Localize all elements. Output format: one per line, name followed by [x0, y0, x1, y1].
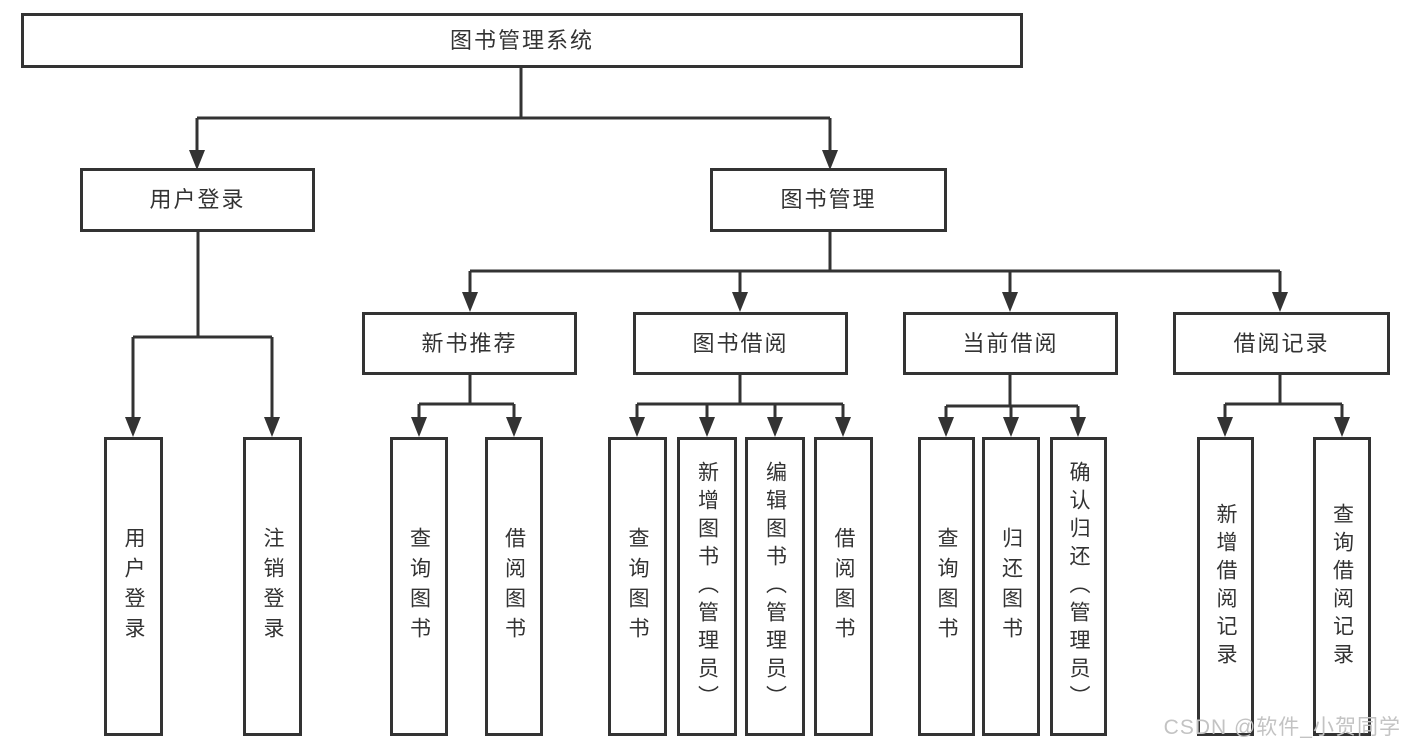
leaf-query-book-borrow-label: 查询图书 [626, 526, 649, 647]
leaf-query-book-current: 查询图书 [918, 437, 975, 736]
leaf-add-book-admin-label: 新增图书（管理员） [695, 460, 719, 713]
node-book-management: 图书管理 [710, 168, 947, 232]
leaf-confirm-return-admin-label: 确认归还（管理员） [1067, 460, 1090, 713]
leaf-query-book-recommend: 查询图书 [390, 437, 448, 736]
leaf-logout-label: 注销登录 [261, 526, 284, 647]
leaf-borrow-book-label: 借阅图书 [832, 526, 855, 647]
node-borrow-record: 借阅记录 [1173, 312, 1390, 375]
node-root-label: 图书管理系统 [449, 27, 594, 53]
node-root: 图书管理系统 [21, 13, 1023, 68]
arrowheads [125, 150, 1350, 437]
leaf-borrow-book: 借阅图书 [814, 437, 873, 736]
node-book-management-label: 图书管理 [780, 187, 877, 212]
leaf-add-borrow-record: 新增借阅记录 [1197, 437, 1254, 736]
leaf-user-login-label: 用户登录 [122, 526, 145, 647]
leaf-add-book-admin: 新增图书（管理员） [677, 437, 737, 736]
node-user-login: 用户登录 [80, 168, 315, 232]
leaf-add-borrow-record-label: 新增借阅记录 [1214, 502, 1237, 671]
leaf-logout: 注销登录 [243, 437, 302, 736]
leaf-borrow-book-recommend: 借阅图书 [485, 437, 543, 736]
leaf-query-book-current-label: 查询图书 [935, 526, 958, 647]
node-current-borrow: 当前借阅 [903, 312, 1118, 375]
leaf-query-borrow-record: 查询借阅记录 [1313, 437, 1371, 736]
node-current-borrow-label: 当前借阅 [962, 330, 1059, 356]
leaf-return-book-label: 归还图书 [999, 526, 1023, 647]
leaf-edit-book-admin: 编辑图书（管理员） [745, 437, 805, 736]
node-new-book-recommend: 新书推荐 [362, 312, 577, 375]
node-book-borrow-label: 图书借阅 [692, 330, 789, 356]
leaf-return-book: 归还图书 [982, 437, 1040, 736]
leaf-query-borrow-record-label: 查询借阅记录 [1330, 502, 1354, 671]
leaf-edit-book-admin-label: 编辑图书（管理员） [763, 460, 787, 713]
leaf-borrow-book-recommend-label: 借阅图书 [502, 526, 526, 647]
node-book-borrow: 图书借阅 [633, 312, 848, 375]
leaf-query-book-borrow: 查询图书 [608, 437, 667, 736]
node-new-book-recommend-label: 新书推荐 [421, 330, 518, 356]
leaf-confirm-return-admin: 确认归还（管理员） [1050, 437, 1107, 736]
node-user-login-label: 用户登录 [149, 187, 246, 212]
leaf-user-login: 用户登录 [104, 437, 163, 736]
node-borrow-record-label: 借阅记录 [1233, 330, 1330, 356]
leaf-query-book-recommend-label: 查询图书 [407, 526, 431, 647]
